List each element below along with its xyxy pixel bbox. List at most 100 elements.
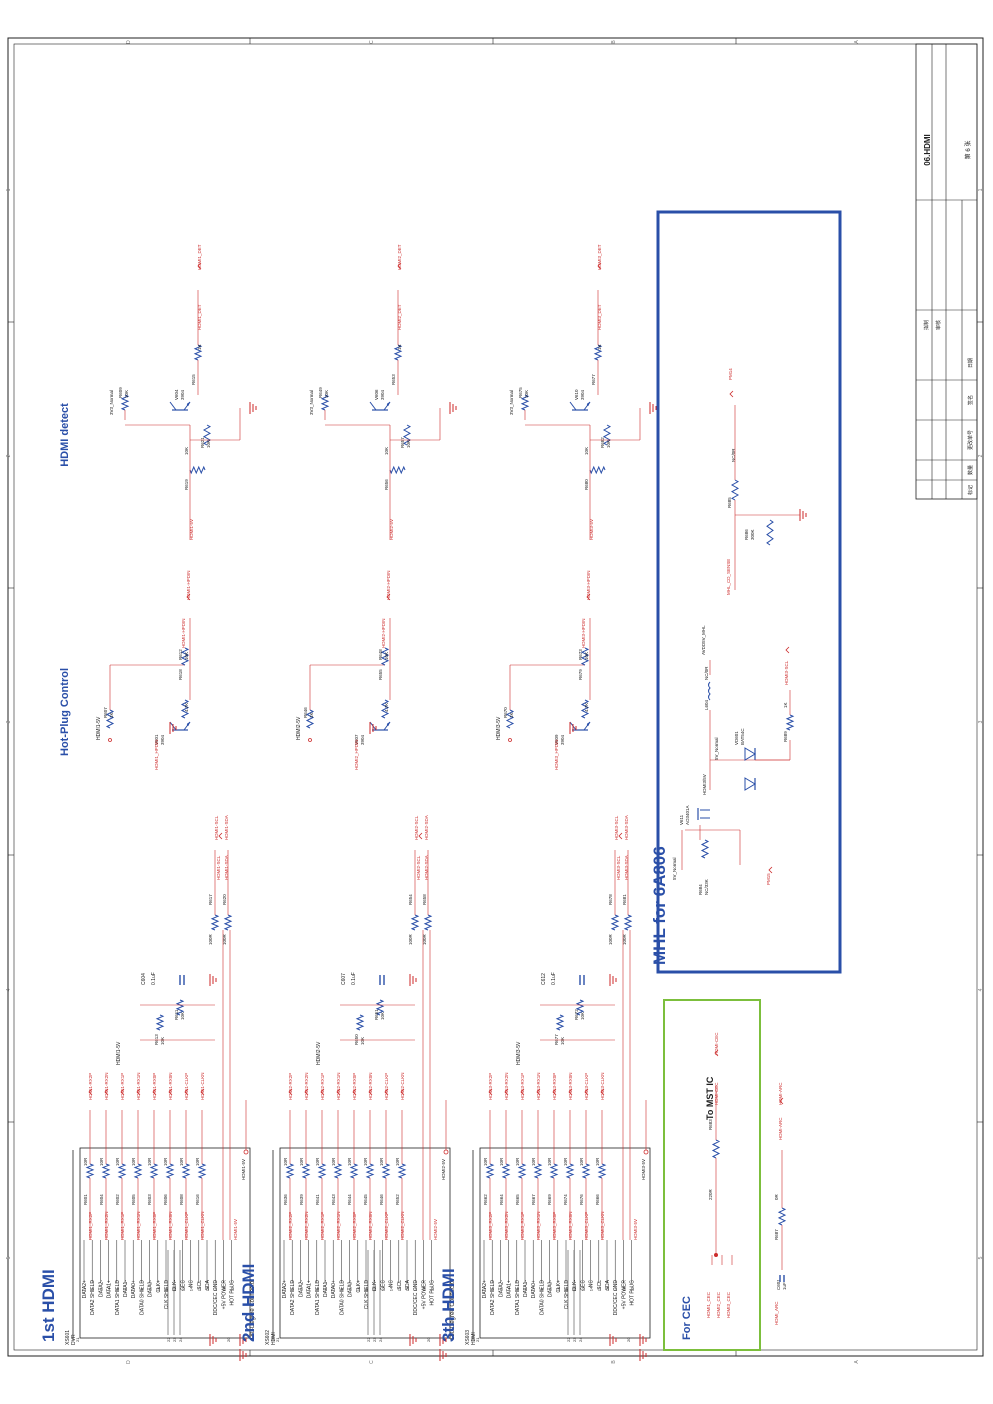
zone-number-left: 4 [6,988,12,991]
net-label: HDMI3-SCL [616,855,621,880]
resistor-value: 10K [324,390,329,398]
hotplug-transistor-emitter-arrow [386,721,391,727]
pin-name: DATA0 SHIELD [139,1280,145,1315]
pin-number: 13 [580,1286,585,1291]
series-resistor [501,1163,511,1179]
pin-name: DATA2 SHIELD [290,1280,296,1315]
checked-by-label: 审核 [935,320,942,330]
pin-number: 16 [205,1286,210,1291]
pin-number: 9 [348,1287,353,1290]
net-arrow [197,262,202,270]
resistor-ref: R666 [595,1194,600,1205]
resistor-ref: R639 [299,1194,304,1205]
series-resistor [381,1163,391,1179]
net-label: PM14 [728,368,733,380]
net-label: HDMI3-HPDIN [581,618,586,648]
resistor-value: 1K [783,702,788,708]
pin-name: DDC/CEC GND [213,1280,219,1316]
pin-number: 11 [564,1286,569,1291]
resistor-value: 100R [422,933,427,945]
net-label-out: HDMI3-CLKP [584,1073,589,1100]
resistor-value: 100R [222,933,227,945]
pullup-resistor [355,1014,365,1031]
net-arrow [768,866,773,874]
pin-number: 6 [323,1287,328,1290]
series-resistor [301,1163,311,1179]
resistor-value: 100R [608,933,613,945]
net-arrow [586,593,591,601]
net-arrow [104,1088,109,1096]
pin-name: DATA0 SHIELD [339,1280,345,1315]
net-label: MHL_CD_SENSE [726,559,731,595]
net-label-out: HDMI1-CLKP [184,1073,189,1100]
net-label: HDMI1_RX2N [104,1211,109,1240]
net-arrow [520,1088,525,1096]
pin-name: SDA [405,1279,411,1290]
power-net-label: HDMI1-5V [96,716,102,740]
resistor-ref: R677 [554,1034,559,1045]
series-resistor [285,1163,295,1179]
resistor-ref: R683 [708,1119,713,1130]
capacitor-ref: C612 [541,973,547,985]
net-label: HDMI3-SCL [784,660,789,685]
capacitor-ref: C604 [141,973,147,985]
resistor-value: 10R [563,1157,568,1166]
resistor-ref: R611 [174,1009,179,1020]
net-arrow [714,1049,719,1057]
net-arrow [120,1088,125,1096]
resistor-value: 10K [184,447,189,455]
net-label-out: HDMI1-SDA [224,815,229,840]
resistor-value: 10R [379,1157,384,1166]
pin-name: DATA1- [123,1280,129,1297]
transistor-value: 3904 [360,734,365,745]
zone-number-left: 2 [6,454,12,457]
net-label: HDMI1_HPDIN [154,739,159,770]
detect-resistor [389,465,406,475]
net-arrow [288,1088,293,1096]
net-label-out: HDMI1-RX1P [120,1073,125,1100]
resistor-ref: R653 [391,374,396,385]
series-resistor [133,1163,143,1179]
pin-number: 2 [490,1287,495,1290]
zone-letter-top: C [369,40,375,44]
junction-dot [714,1253,718,1257]
capacitor-value: 0.1uF [551,972,557,985]
connector-body [279,1147,451,1339]
net-label: HDMI1-SDA [224,855,229,880]
pin-number: 2 [290,1287,295,1290]
net-arrow [584,1088,589,1096]
pin-number: 21 [275,1337,280,1342]
resistor-value: 10R [363,1157,368,1166]
net-label: HDMI1_CLKN [200,1211,205,1240]
pin-name: DATA2- [298,1280,304,1297]
net-arrow [368,1088,373,1096]
pin-number: 7 [331,1287,336,1290]
net-label-out: HDMI3-RX1P [520,1073,525,1100]
pin-number: 19 [230,1286,235,1291]
resistor-ref: R669 [547,1194,552,1205]
resistor-value: 10K [360,1037,365,1045]
net-arrow [397,262,402,270]
pin-number: 13 [380,1286,385,1291]
pin-number: 7 [131,1287,136,1290]
net-arrow [597,262,602,270]
pin-number: 10 [156,1286,161,1291]
resistor-ref: R681 [622,894,627,905]
connector-ref: XS601 [65,1330,71,1345]
title-footer-label: 日期 [968,358,974,368]
net-label-out: HDMI1-SCL [214,815,219,840]
cec-net-label-out: HDMI-CEC [714,1032,719,1055]
pin-number: 17 [213,1286,218,1291]
power-net-label: 3V3_Normal [309,390,314,415]
pin-name: HOT PLUG [430,1280,436,1306]
series-resistor [597,1163,607,1179]
pin-number: 3 [98,1287,103,1290]
resistor-value: 10K [584,652,589,660]
resistor-value: 10K [160,1037,165,1045]
pin-name: CLK SHIELD [564,1280,570,1310]
series-resistor [517,1163,527,1179]
pin-number: 2 [90,1287,95,1290]
detect-transistor-emitter-arrow [186,401,191,407]
resistor-ref: R672 [574,1009,579,1020]
cec-net-label: HDMI1_CEC [706,1291,711,1318]
